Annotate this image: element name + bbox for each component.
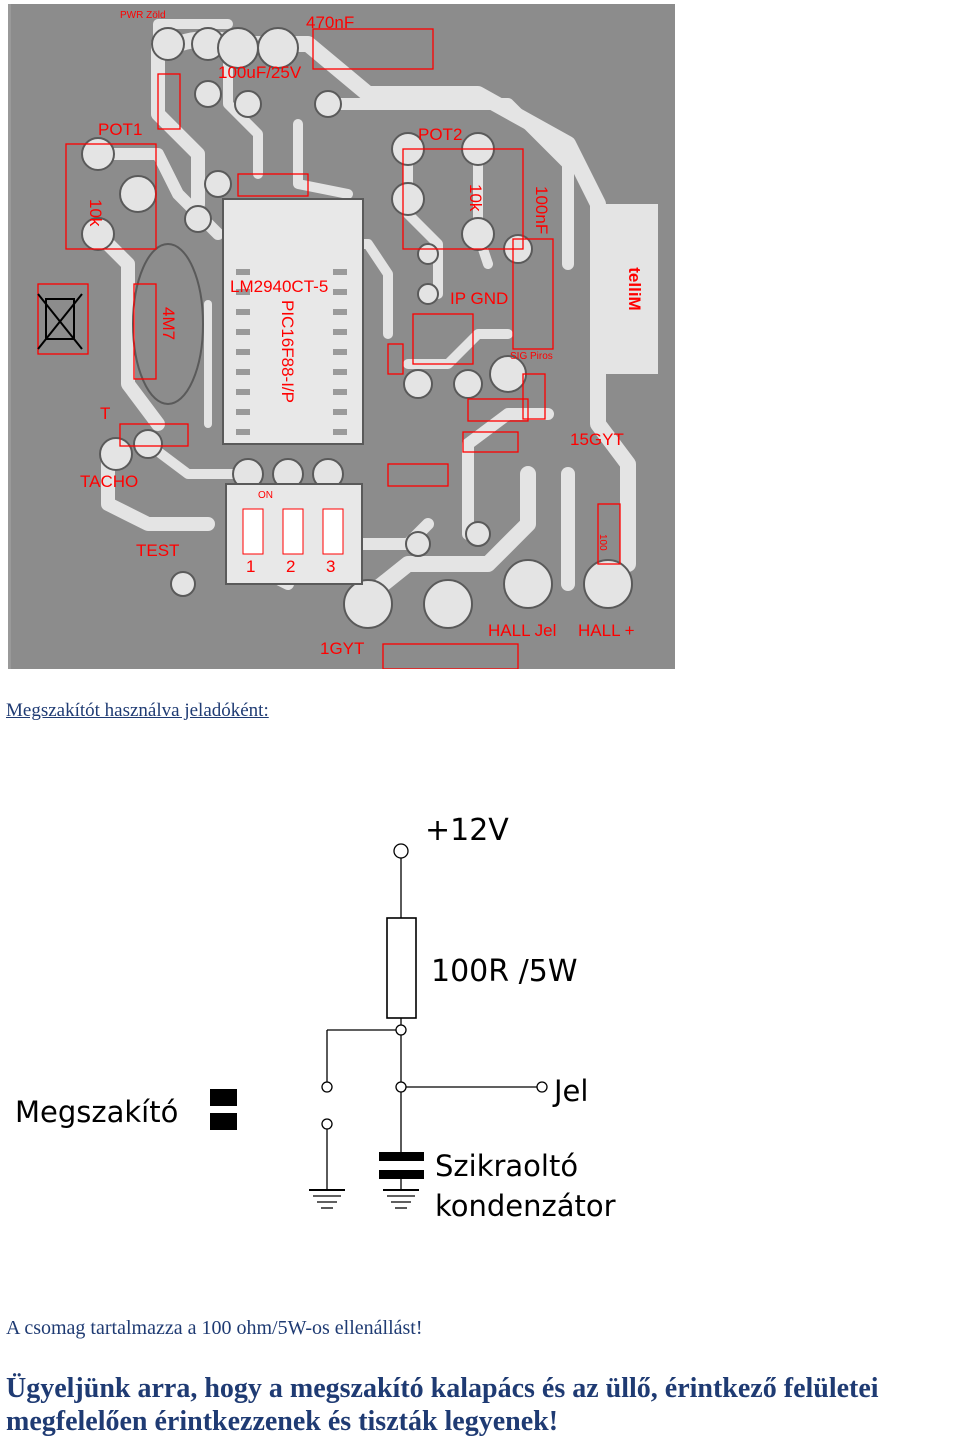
supply-voltage-label: +12V xyxy=(425,813,509,848)
warning-line-2: megfelelően érintkezzenek és tiszták leg… xyxy=(6,1406,559,1437)
warning-text: Ügyeljünk arra, hogy a megszakító kalapá… xyxy=(6,1372,958,1438)
pcb-label-hall-plus: HALL + xyxy=(578,621,635,640)
pcb-label-gnd: IP GND xyxy=(450,289,508,308)
signal-label: Jel xyxy=(552,1074,588,1108)
pcb-label-10k-left: 10k xyxy=(86,199,105,227)
pcb-label-dip-3: 3 xyxy=(326,557,335,576)
section-caption: Megszakítót használva jeladóként: xyxy=(6,700,269,721)
pcb-label-4m7: 4M7 xyxy=(159,307,178,340)
capacitor-label-line1: Szikraoltó xyxy=(435,1149,578,1183)
pcb-layout-image: telliM PWR Zöld 470nF 100uF/25V POT1 POT… xyxy=(8,4,675,669)
pcb-label-lm2940: LM2940CT-5 xyxy=(230,277,328,296)
capacitor-label-line2: kondenzátor xyxy=(435,1189,616,1223)
pcb-brand-label: telliM xyxy=(625,267,644,310)
package-note: A csomag tartalmazza a 100 ohm/5W-os ell… xyxy=(6,1317,423,1339)
pcb-label-1gyt: 1GYT xyxy=(320,639,364,658)
pcb-label-pot2: POT2 xyxy=(418,125,462,144)
pcb-label-sig: SIG Piros xyxy=(510,351,553,362)
pcb-label-pwr: PWR Zöld xyxy=(120,10,166,21)
pcb-label-pot1: POT1 xyxy=(98,120,142,139)
pcb-label-pic: PIC16F88-I/P xyxy=(278,300,297,403)
pcb-label-10k-right: 10k xyxy=(466,184,485,212)
pcb-label-hall-jel: HALL Jel xyxy=(488,621,556,640)
pcb-label-tacho: TACHO xyxy=(80,472,138,491)
pcb-label-t: T xyxy=(100,404,110,423)
pcb-label-test: TEST xyxy=(136,541,179,560)
pcb-label-on: ON xyxy=(258,490,273,501)
pcb-label-470nf: 470nF xyxy=(306,13,354,32)
pcb-label-dip-2: 2 xyxy=(286,557,295,576)
resistor-value-label: 100R /5W xyxy=(431,954,578,989)
pcb-label-100nf: 100nF xyxy=(532,186,551,234)
pcb-label-15gyt: 15GYT xyxy=(570,430,624,449)
warning-line-1: Ügyeljünk arra, hogy a megszakító kalapá… xyxy=(6,1373,879,1404)
breaker-label: Megszakító xyxy=(15,1095,178,1129)
pcb-label-100: 100 xyxy=(597,534,608,551)
pcb-label-100uf: 100uF/25V xyxy=(218,63,302,82)
pcb-label-dip-1: 1 xyxy=(246,557,255,576)
circuit-schematic: +12V 100R /5W Megszakító Jel Szikraoltó … xyxy=(15,813,616,1223)
